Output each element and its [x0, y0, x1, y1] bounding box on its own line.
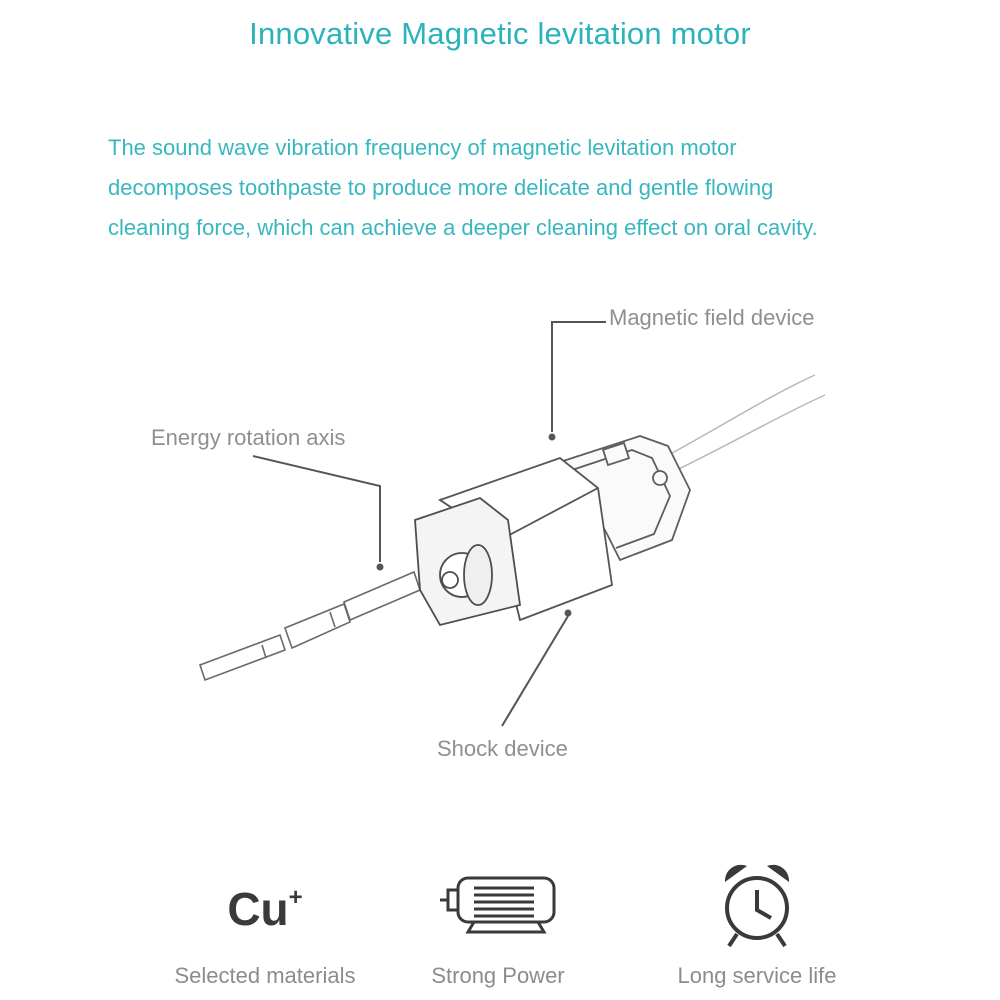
intro-paragraph: The sound wave vibration frequency of ma… [108, 128, 928, 248]
label-shock-device: Shock device [437, 736, 568, 761]
leader-shock [501, 615, 569, 727]
leader-magnetic [551, 321, 606, 432]
motor-wire-lower [659, 394, 826, 479]
leader-dots [376, 433, 572, 617]
label-energy-rotation-axis: Energy rotation axis [151, 425, 346, 450]
feature-label: Strong Power [431, 963, 565, 988]
copper-symbol: Cu [227, 883, 289, 935]
motor-shaft [198, 570, 421, 682]
feature-strong-power: Strong Power [378, 855, 618, 1000]
leader-axis [252, 455, 381, 562]
copper-superscript: + [288, 883, 303, 911]
page-title: Innovative Magnetic levitation motor [249, 16, 751, 51]
intro-line-1: The sound wave vibration frequency of ma… [108, 135, 737, 160]
dot-magnetic [548, 433, 556, 441]
feature-label: Long service life [677, 963, 837, 988]
motor-icon [378, 855, 618, 955]
dot-shock [564, 609, 572, 617]
label-magnetic-field-device: Magnetic field device [609, 305, 815, 330]
feature-selected-materials: Cu+ Selected materials [145, 855, 385, 1000]
intro-line-2: decomposes toothpaste to produce more de… [108, 175, 774, 200]
motor-front-cap [414, 496, 522, 627]
leader-lines [252, 321, 606, 727]
dot-axis [376, 563, 384, 571]
copper-icon: Cu+ [145, 855, 385, 955]
alarm-clock-icon [637, 855, 877, 955]
intro-line-3: cleaning force, which can achieve a deep… [108, 215, 818, 240]
feature-long-service-life: Long service life [637, 855, 877, 1000]
feature-label: Selected materials [174, 963, 356, 988]
motor-rear-cap [558, 435, 691, 562]
motor-diagram [198, 321, 826, 727]
